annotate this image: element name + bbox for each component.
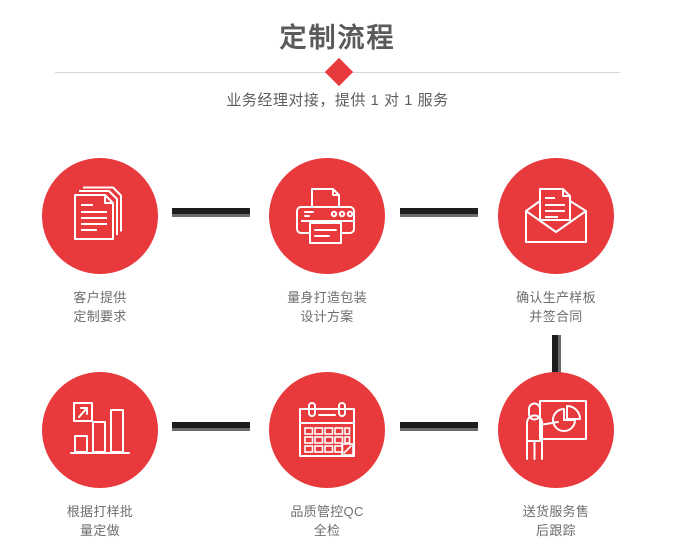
connector-shadow bbox=[400, 428, 478, 431]
step-item-1[interactable]: 客户提供 定制要求 bbox=[42, 158, 158, 326]
step-icon-circle bbox=[269, 158, 385, 274]
diamond-icon bbox=[324, 57, 354, 87]
envelope-document-icon bbox=[525, 188, 587, 243]
caption-line: 后跟踪 bbox=[536, 523, 576, 538]
caption-line: 根据打样批 bbox=[66, 504, 134, 519]
step-caption-3: 确认生产样板 并签合同 bbox=[498, 288, 614, 326]
bar-chart-growth-icon bbox=[70, 402, 130, 454]
step-icon-circle bbox=[42, 372, 158, 488]
connector-bar bbox=[552, 335, 558, 373]
connector-bar bbox=[400, 208, 478, 214]
header-section: 定制流程 业务经理对接，提供 1 对 1 服务 bbox=[0, 0, 675, 130]
caption-line: 并签合同 bbox=[529, 309, 583, 324]
connector-step4-step5 bbox=[172, 422, 250, 431]
step-item-3[interactable]: 确认生产样板 并签合同 bbox=[498, 158, 614, 326]
presentation-person-icon bbox=[526, 400, 587, 460]
connector-shadow bbox=[172, 428, 250, 431]
connector-bar bbox=[400, 422, 478, 428]
step-item-5[interactable]: 品质管控QC 全检 bbox=[269, 372, 385, 540]
caption-line: 确认生产样板 bbox=[516, 290, 596, 305]
documents-stack-icon bbox=[74, 186, 122, 240]
step-caption-4: 根据打样批 量定做 bbox=[42, 502, 158, 540]
page-subtitle: 业务经理对接，提供 1 对 1 服务 bbox=[226, 92, 449, 109]
divider bbox=[55, 57, 620, 87]
caption-line: 量身打造包装 bbox=[287, 290, 367, 305]
caption-line: 设计方案 bbox=[300, 309, 354, 324]
calendar-icon bbox=[299, 402, 355, 457]
caption-line: 定制要求 bbox=[73, 309, 127, 324]
connector-shadow bbox=[172, 214, 250, 217]
caption-line: 客户提供 bbox=[73, 290, 127, 305]
printer-icon bbox=[296, 188, 355, 244]
caption-line: 品质管控QC bbox=[290, 504, 364, 519]
step-caption-6: 送货服务售 后跟踪 bbox=[498, 502, 614, 540]
connector-step5-step6 bbox=[400, 422, 478, 431]
connector-shadow bbox=[400, 214, 478, 217]
step-icon-circle bbox=[498, 372, 614, 488]
step-item-4[interactable]: 根据打样批 量定做 bbox=[42, 372, 158, 540]
step-icon-circle bbox=[269, 372, 385, 488]
step-caption-1: 客户提供 定制要求 bbox=[42, 288, 158, 326]
step-item-6[interactable]: 送货服务售 后跟踪 bbox=[498, 372, 614, 540]
step-caption-5: 品质管控QC 全检 bbox=[269, 502, 385, 540]
step-icon-circle bbox=[498, 158, 614, 274]
caption-line: 送货服务售 bbox=[522, 504, 590, 519]
connector-step1-step2 bbox=[172, 208, 250, 217]
step-icon-circle bbox=[42, 158, 158, 274]
step-caption-2: 量身打造包装 设计方案 bbox=[269, 288, 385, 326]
caption-line: 量定做 bbox=[80, 523, 120, 538]
caption-line: 全检 bbox=[313, 523, 341, 538]
page-title: 定制流程 bbox=[279, 23, 396, 53]
step-item-2[interactable]: 量身打造包装 设计方案 bbox=[269, 158, 385, 326]
connector-step3-step6 bbox=[552, 335, 561, 373]
connector-step2-step3 bbox=[400, 208, 478, 217]
connector-bar bbox=[172, 422, 250, 428]
connector-bar bbox=[172, 208, 250, 214]
connector-shadow bbox=[558, 335, 561, 373]
